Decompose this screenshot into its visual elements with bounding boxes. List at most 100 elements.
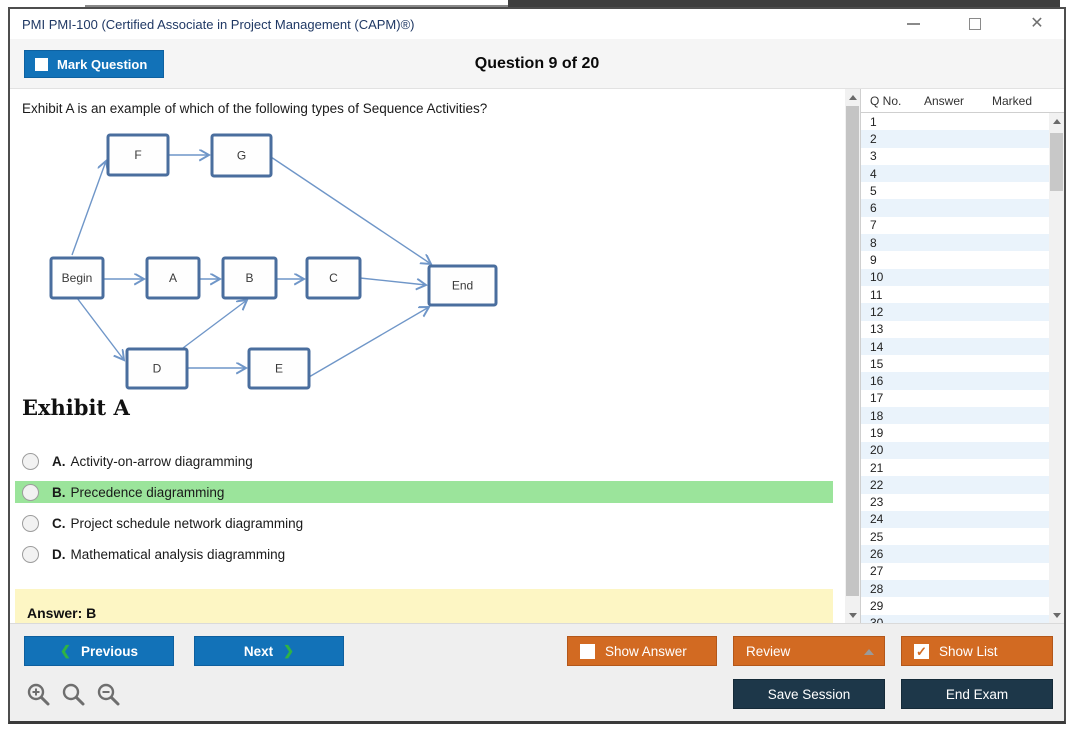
question-list-header: Q No. Answer Marked (861, 89, 1064, 113)
content-scrollbar[interactable] (845, 89, 860, 623)
question-number: 10 (870, 270, 884, 285)
question-number: 12 (870, 304, 884, 319)
question-list-row-23[interactable]: 23 (861, 494, 1049, 511)
dropdown-arrow-icon (864, 649, 874, 655)
zoom-reset-icon[interactable] (61, 682, 87, 708)
question-number: 20 (870, 443, 884, 458)
radio-button-icon[interactable] (22, 483, 39, 501)
previous-button[interactable]: ❮ Previous (24, 636, 174, 666)
option-b[interactable]: B.Precedence diagramming (15, 481, 833, 503)
save-session-button[interactable]: Save Session (733, 679, 885, 709)
triangle-down-icon (848, 612, 857, 618)
window-title: PMI PMI-100 (Certified Associate in Proj… (22, 16, 415, 32)
scroll-down-button[interactable] (845, 607, 860, 623)
triangle-up-icon (1052, 118, 1061, 124)
option-c[interactable]: C.Project schedule network diagramming (15, 512, 833, 534)
zoom-out-icon[interactable] (96, 682, 122, 708)
diagram-node-begin (49, 256, 105, 300)
radio-button-icon[interactable] (22, 545, 39, 563)
question-list-row-16[interactable]: 16 (861, 372, 1049, 390)
question-number: 6 (870, 201, 877, 216)
question-list-row-24[interactable]: 24 (861, 510, 1049, 529)
question-list-row-18[interactable]: 18 (861, 407, 1049, 425)
close-icon: ✕ (1030, 15, 1044, 32)
question-list-row-7[interactable]: 7 (861, 217, 1049, 234)
question-list-row-8[interactable]: 8 (861, 234, 1049, 252)
question-list-row-22[interactable]: 22 (861, 476, 1049, 494)
maximize-icon (969, 18, 981, 30)
save-session-label: Save Session (767, 686, 851, 702)
option-text: Mathematical analysis diagramming (70, 546, 286, 562)
question-number: 29 (870, 598, 884, 613)
option-letter: D. (52, 546, 66, 562)
close-button[interactable]: ✕ (1024, 13, 1050, 35)
question-list-row-3[interactable]: 3 (861, 148, 1049, 165)
show-answer-label: Show Answer (605, 643, 687, 659)
option-a[interactable]: A.Activity-on-arrow diagramming (15, 450, 833, 472)
minimize-icon (906, 23, 920, 25)
show-answer-toggle[interactable]: Show Answer (567, 636, 717, 666)
question-list-row-25[interactable]: 25 (861, 528, 1049, 545)
question-list-row-26[interactable]: 26 (861, 545, 1049, 563)
answer-box: Answer: B (15, 589, 833, 623)
diagram-node-a (145, 256, 201, 300)
question-list-row-19[interactable]: 19 (861, 424, 1049, 441)
minimize-button[interactable] (900, 13, 926, 35)
mark-question-button[interactable]: Mark Question (24, 50, 165, 78)
end-exam-button[interactable]: End Exam (901, 679, 1053, 709)
zoom-in-icon[interactable] (26, 682, 52, 708)
question-list-row-2[interactable]: 2 (861, 130, 1049, 148)
question-list-row-14[interactable]: 14 (861, 337, 1049, 356)
question-list-row-6[interactable]: 6 (861, 199, 1049, 217)
title-bar: PMI PMI-100 (Certified Associate in Proj… (10, 9, 1064, 39)
question-list-row-1[interactable]: 1 (861, 113, 1049, 130)
option-text: Precedence diagramming (70, 484, 225, 500)
question-list-row-30[interactable]: 30 (861, 614, 1049, 623)
question-list-row-9[interactable]: 9 (861, 251, 1049, 268)
radio-button-icon[interactable] (22, 514, 39, 532)
scroll-up-button[interactable] (1049, 113, 1064, 129)
diagram-node-end (427, 264, 498, 307)
question-list-row-28[interactable]: 28 (861, 580, 1049, 598)
question-list-row-12[interactable]: 12 (861, 303, 1049, 321)
question-list-scrollbar[interactable] (1049, 113, 1064, 623)
next-button[interactable]: Next ❯ (194, 636, 344, 666)
maximize-button[interactable] (962, 13, 988, 35)
diagram-edge-c-end (359, 277, 426, 285)
question-list-row-27[interactable]: 27 (861, 563, 1049, 580)
question-list-row-29[interactable]: 29 (861, 597, 1049, 614)
question-list-row-11[interactable]: 11 (861, 286, 1049, 303)
header-bar: Question 9 of 20 Mark Question (10, 39, 1064, 89)
question-number: 15 (870, 356, 884, 371)
radio-button-icon[interactable] (22, 452, 39, 470)
question-number: 30 (870, 616, 883, 623)
diagram-node-label-c: C (329, 271, 338, 285)
scrollbar-thumb[interactable] (1050, 133, 1063, 191)
question-number: 13 (870, 322, 884, 337)
question-number: 2 (870, 131, 877, 146)
question-list-row-17[interactable]: 17 (861, 390, 1049, 407)
diagram-node-label-end: End (452, 279, 473, 293)
question-list-row-21[interactable]: 21 (861, 459, 1049, 476)
scrollbar-thumb[interactable] (846, 106, 859, 596)
question-list-row-10[interactable]: 10 (861, 268, 1049, 286)
question-list-row-13[interactable]: 13 (861, 321, 1049, 338)
diagram-node-g (210, 133, 273, 178)
question-list-row-20[interactable]: 20 (861, 441, 1049, 459)
next-label: Next (243, 643, 274, 659)
checkbox-checked-icon: ✓ (914, 643, 929, 659)
question-list-row-4[interactable]: 4 (861, 164, 1049, 183)
review-dropdown[interactable]: Review (733, 636, 885, 666)
scroll-down-button[interactable] (1049, 607, 1064, 623)
question-number: 24 (870, 512, 884, 527)
question-number: 7 (870, 218, 877, 233)
option-d[interactable]: D.Mathematical analysis diagramming (15, 543, 833, 565)
question-list-row-5[interactable]: 5 (861, 182, 1049, 199)
question-list-row-15[interactable]: 15 (861, 355, 1049, 372)
option-letter: A. (52, 453, 66, 469)
show-list-toggle[interactable]: ✓ Show List (901, 636, 1053, 666)
scroll-up-button[interactable] (845, 89, 860, 105)
